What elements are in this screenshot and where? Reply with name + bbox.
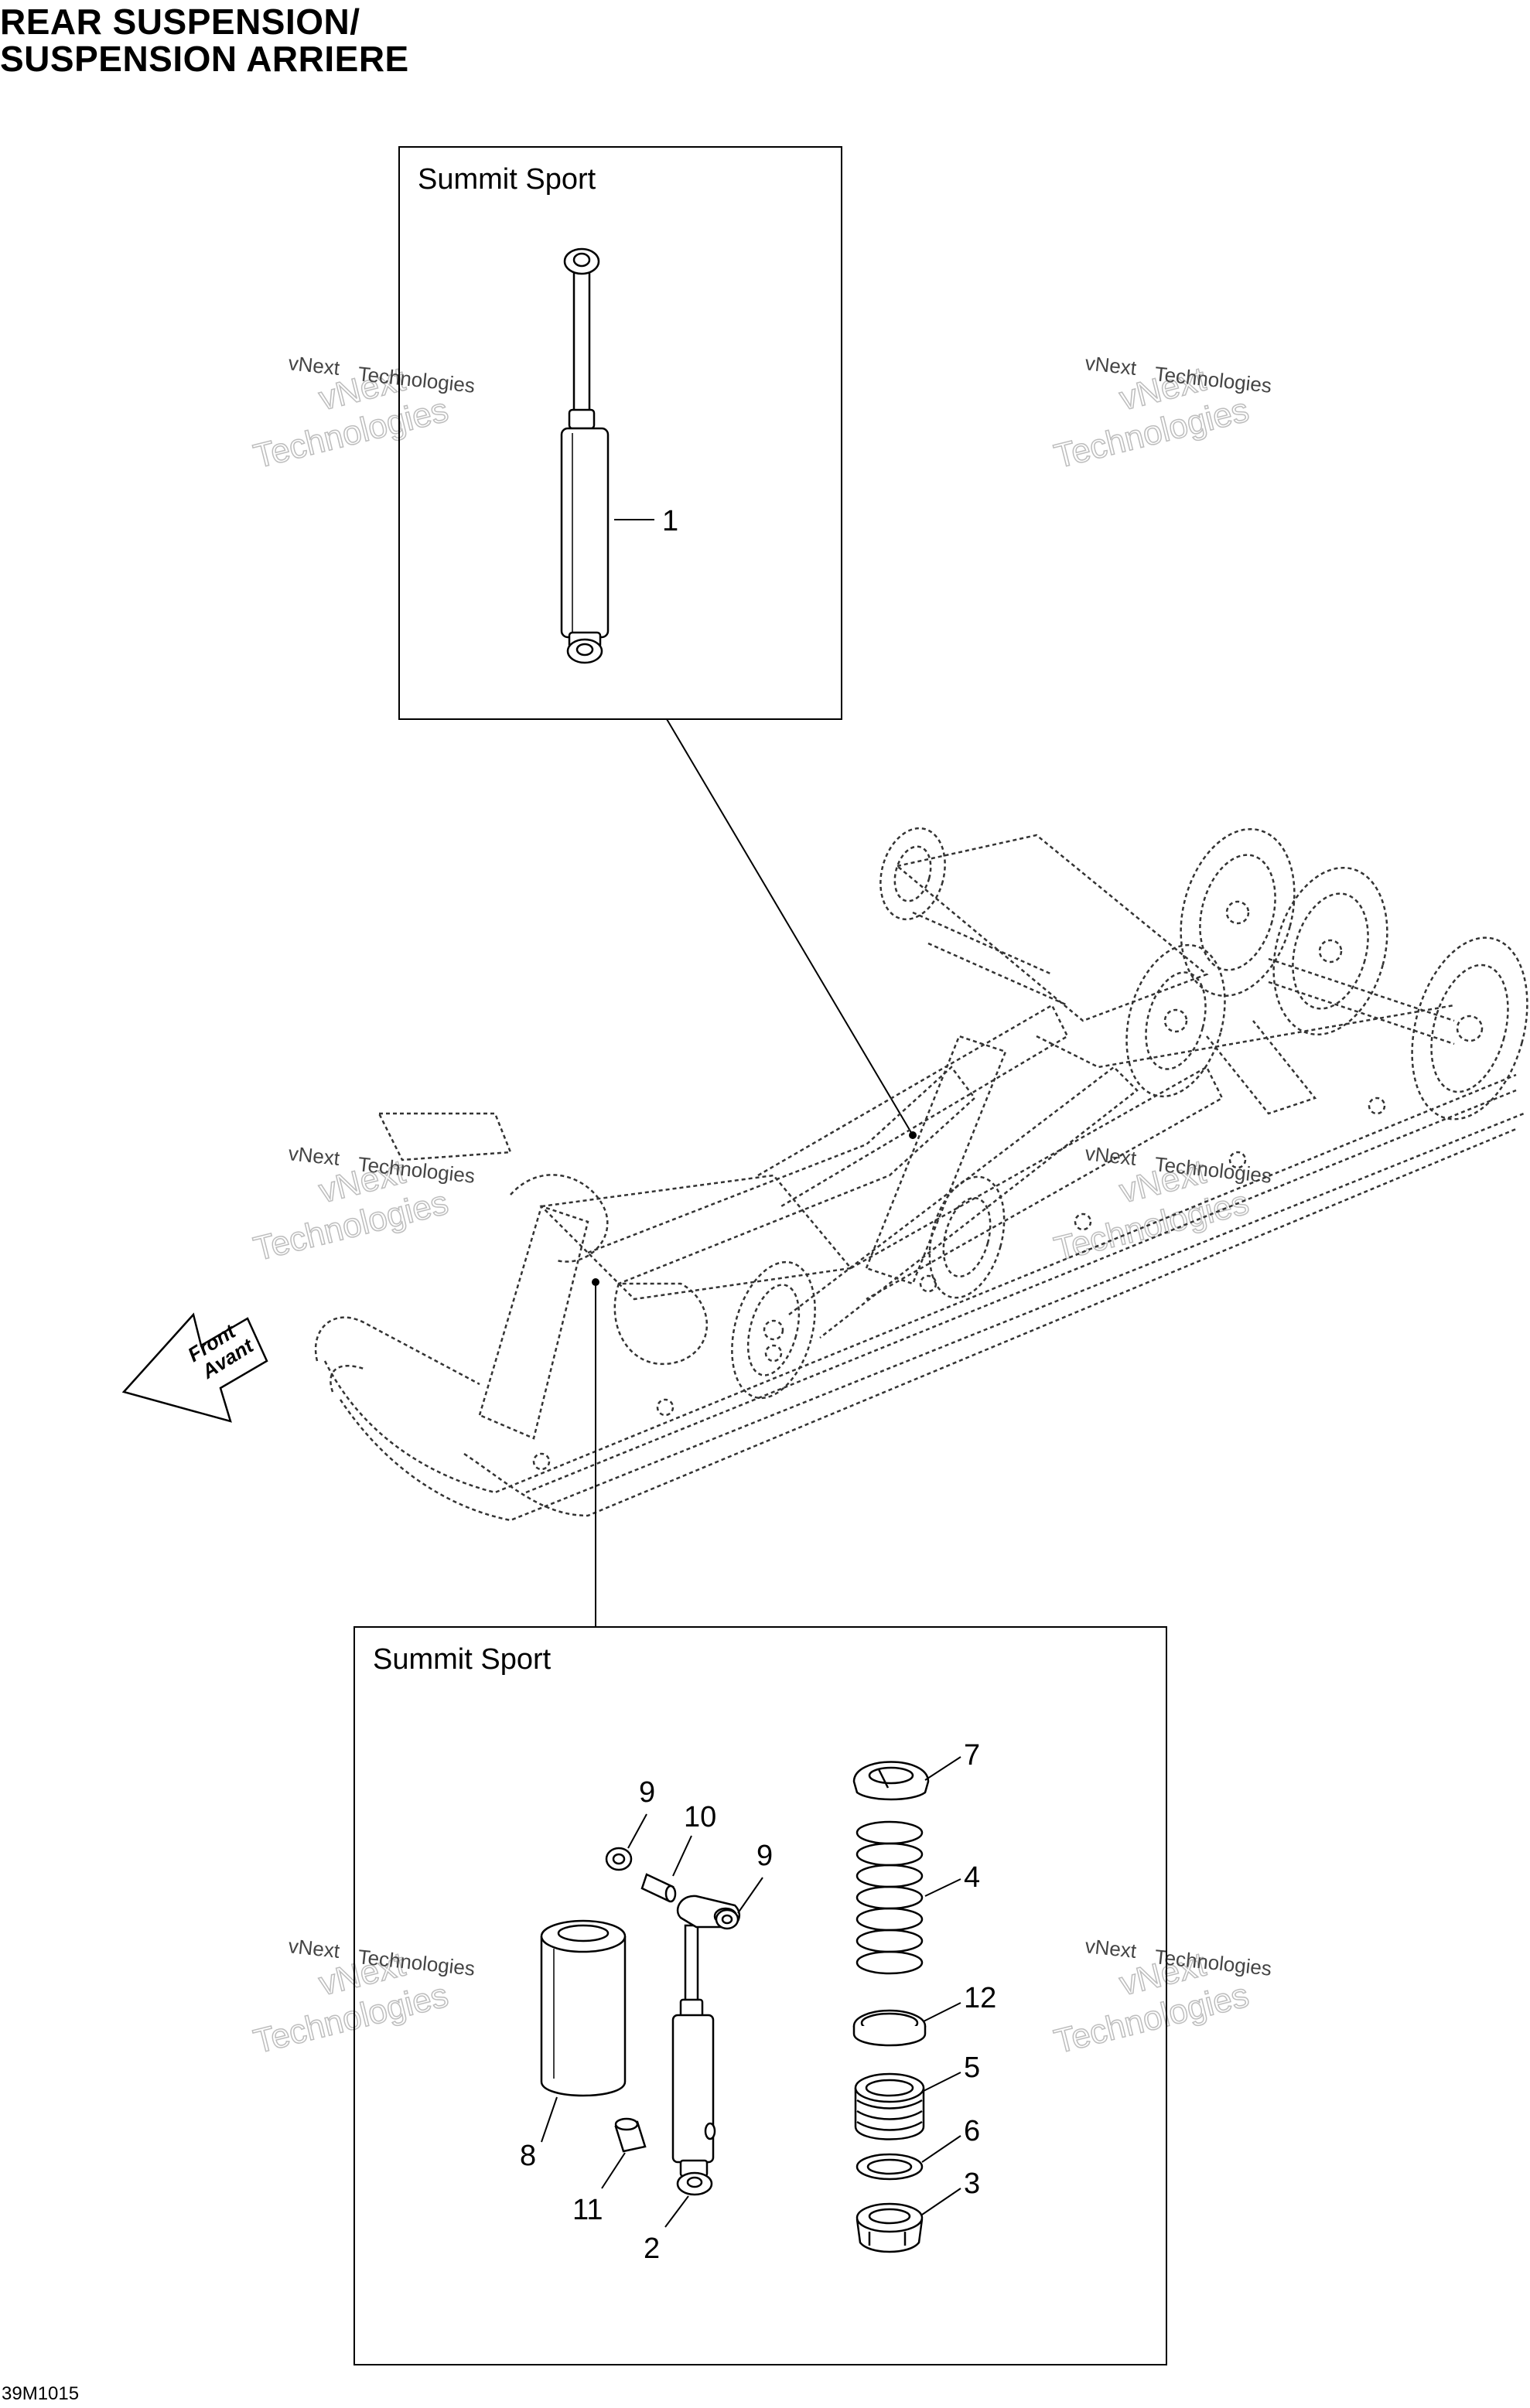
wheel-rear-top-2 <box>1272 866 1388 1036</box>
bottom-seat-part-3 <box>856 2202 924 2253</box>
watermark-small-3: vNext <box>287 1141 341 1170</box>
watermark-small-text: vNext Technologies vNext Technologies vN… <box>287 351 1272 1980</box>
callout-12: 12 <box>964 1982 996 2014</box>
wheel-center-idler <box>928 1175 1006 1299</box>
leader-line-2 <box>664 2195 689 2228</box>
leader-line-9-a <box>627 1813 647 1849</box>
spring-seat-part-8 <box>852 1761 930 1801</box>
shock-absorber-part-1 <box>560 247 610 664</box>
page-title-line1: REAR SUSPENSION/ <box>0 2 360 42</box>
shock-body-part-2 <box>671 1895 741 2196</box>
upper-detail-box: Summit Sport 1 <box>398 146 842 720</box>
watermark-small-6: vNext <box>1084 1934 1138 1963</box>
wheel-upper-left <box>879 827 946 921</box>
front-direction-arrow: Front Avant <box>121 1312 268 1423</box>
callout-10: 10 <box>684 1801 716 1833</box>
pointer-line-upper <box>666 718 914 1136</box>
upper-box-frame <box>398 146 842 720</box>
front-arrow-shape <box>121 1312 268 1423</box>
coil-spring-part-4 <box>856 1820 924 1975</box>
callout-1: 1 <box>662 505 678 537</box>
watermark-small-5: vNext <box>287 1934 341 1963</box>
bushing-part-9-a <box>605 1847 633 1871</box>
callout-7: 6 <box>964 2115 980 2147</box>
leader-line-8 <box>924 1756 961 1781</box>
bushing-part-11 <box>614 2117 647 2153</box>
callout-4: 4 <box>964 1861 980 1894</box>
leader-line-12 <box>923 2002 961 2022</box>
wheel-front-idler <box>731 1260 816 1400</box>
bushing-part-9-b <box>715 1908 739 1930</box>
callout-3: 3 <box>964 2168 980 2200</box>
lower-detail-box: Summit Sport 8 2 <box>353 1626 1167 2365</box>
leader-line-3 <box>921 2188 961 2215</box>
wheel-rear-outer <box>1411 936 1528 1120</box>
watermark-small-2: vNext <box>1084 351 1138 380</box>
callout-9-b: 9 <box>756 1840 773 1872</box>
document-code: 39M1015 <box>2 2383 80 2404</box>
pointer-dot-upper <box>909 1131 917 1139</box>
callout-9-a: 9 <box>639 1776 655 1809</box>
callout-2: 2 <box>644 2232 660 2265</box>
leader-line-10 <box>672 1835 692 1877</box>
leader-line-7 <box>921 2135 961 2163</box>
watermark-small-1: vNext <box>287 351 341 380</box>
watermark-small-4: vNext <box>1084 1141 1138 1170</box>
washer-part-7 <box>856 2153 924 2181</box>
page-title-line2: SUSPENSION ARRIERE <box>0 39 409 79</box>
leader-line-11 <box>601 2152 626 2189</box>
callout-5: 5 <box>964 2052 980 2084</box>
lower-box-label: Summit Sport <box>373 1643 552 1676</box>
collar-part-5 <box>854 2072 925 2140</box>
lower-box-frame <box>353 1626 1167 2365</box>
reservoir-part-6 <box>540 1919 627 2097</box>
leader-line-6 <box>541 2096 558 2143</box>
callout-6: 8 <box>520 2140 536 2172</box>
leader-line-9-b <box>737 1877 763 1914</box>
watermarks: vNext Technologies vNext Technologies vN… <box>249 360 1253 2062</box>
leader-line-4 <box>924 1878 961 1897</box>
leader-line-5 <box>923 2072 961 2092</box>
callout-8: 7 <box>964 1739 980 1772</box>
wheel-rear-top-1 <box>1180 827 1296 998</box>
rear-suspension-assembly <box>314 834 1525 1522</box>
sleeve-part-10 <box>640 1873 677 1903</box>
ring-part-12 <box>852 2009 927 2047</box>
suspension-wheels <box>731 827 1528 1400</box>
wheel-rear-center <box>1125 943 1226 1098</box>
upper-box-label: Summit Sport <box>418 163 596 196</box>
callout-11: 11 <box>572 2194 603 2226</box>
